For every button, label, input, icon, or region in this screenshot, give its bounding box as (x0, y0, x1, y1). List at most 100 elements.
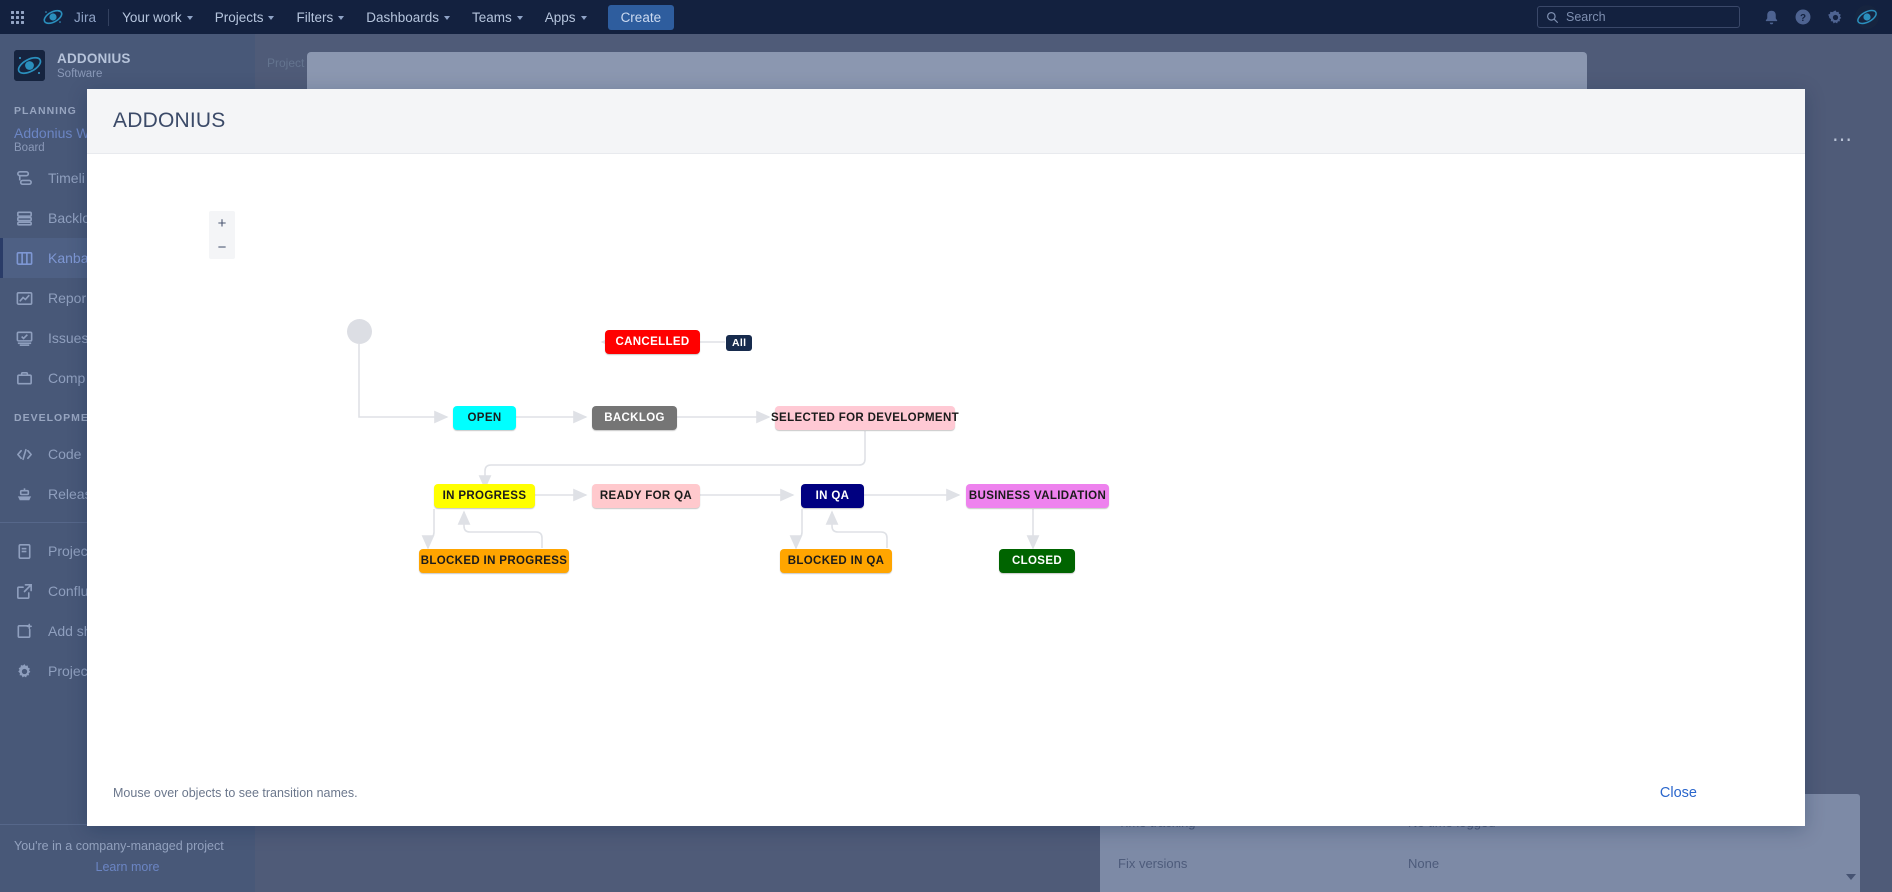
detail-row: Fix versions None (1118, 843, 1842, 884)
board-columns-icon (14, 248, 35, 269)
sidebar-item-label: Projec (48, 663, 88, 679)
create-button[interactable]: Create (607, 4, 675, 30)
workflow-badge-all[interactable]: All (726, 335, 753, 351)
modal-body: + − (87, 154, 1805, 760)
nav-item-projects[interactable]: Projects (204, 0, 286, 34)
settings-button[interactable] (1820, 2, 1850, 32)
releases-ship-icon (14, 484, 35, 505)
chevron-down-icon (268, 16, 275, 20)
workflow-node-in-qa[interactable]: IN QA (801, 484, 864, 508)
detail-label: Fix versions (1118, 856, 1188, 871)
add-shortcut-icon (14, 621, 35, 642)
avatar (1855, 5, 1879, 29)
project-pages-icon (14, 541, 35, 562)
sidebar-board-link[interactable]: Addonius W Board (0, 123, 255, 154)
nav-item-dashboards[interactable]: Dashboards (355, 0, 461, 34)
search-input[interactable]: Search (1537, 6, 1740, 28)
gear-icon (1827, 9, 1841, 23)
sidebar-item-add-shortcut[interactable]: Add sh (0, 611, 255, 651)
issues-icon (14, 328, 35, 349)
sidebar-item-label: Projec (48, 543, 88, 559)
nav-item-apps[interactable]: Apps (534, 0, 598, 34)
sidebar-item-backlog[interactable]: Backlo (0, 198, 255, 238)
nav-item-label: Filters (296, 9, 334, 25)
zoom-out-button[interactable]: − (217, 238, 227, 256)
workflow-node-ready-for-qa[interactable]: READY FOR QA (592, 484, 700, 508)
external-link-icon (14, 581, 35, 602)
scroll-down-arrow-icon[interactable] (1846, 874, 1856, 880)
modal-header: ADDONIUS (87, 89, 1805, 154)
jira-logo-icon[interactable] (38, 0, 68, 34)
sidebar-item-timeline[interactable]: Timeli (0, 158, 255, 198)
workflow-node-cancelled[interactable]: CANCELLED (605, 330, 700, 354)
modal-footer: Mouse over objects to see transition nam… (87, 760, 1805, 826)
workflow-node-open[interactable]: OPEN (453, 406, 516, 430)
sidebar-item-label: Add sh (48, 623, 92, 639)
sidebar-item-code[interactable]: Code (0, 434, 255, 474)
sidebar-item-confluence[interactable]: Conflu (0, 571, 255, 611)
nav-left-group: Jira Your work Projects Filters Dashboar… (0, 0, 675, 34)
sidebar-item-project-settings[interactable]: Projec (0, 651, 255, 691)
notifications-button[interactable] (1756, 2, 1786, 32)
sidebar-project-header[interactable]: ADDONIUS Software (0, 34, 255, 91)
sidebar-project-type: Software (57, 68, 103, 80)
sidebar-item-components[interactable]: Comp (0, 358, 255, 398)
sidebar-item-label: Comp (48, 370, 86, 386)
nav-product-label[interactable]: Jira (74, 9, 97, 25)
workflow-node-blocked-in-qa[interactable]: BLOCKED IN QA (780, 549, 892, 573)
settings-gear-icon (14, 661, 35, 682)
sidebar-extra-nav: Projec Conflu Add sh (0, 531, 255, 691)
timeline-icon (14, 168, 35, 189)
nav-item-label: Projects (214, 9, 264, 25)
backlog-icon (14, 208, 35, 229)
modal-hint-text: Mouse over objects to see transition nam… (113, 786, 358, 800)
sidebar-footer-link[interactable]: Learn more (95, 860, 160, 874)
nav-item-label: Apps (544, 9, 576, 25)
help-button[interactable]: ? (1788, 2, 1818, 32)
workflow-start-node[interactable] (347, 319, 372, 344)
workflow-node-in-progress[interactable]: IN PROGRESS (434, 484, 535, 508)
sidebar-item-issues[interactable]: Issues (0, 318, 255, 358)
workflow-node-blocked-in-progress[interactable]: BLOCKED IN PROGRESS (419, 549, 569, 573)
nav-divider (108, 8, 110, 26)
nav-item-teams[interactable]: Teams (461, 0, 534, 34)
more-actions-icon[interactable]: ⋯ (1832, 129, 1854, 151)
close-button[interactable]: Close (1659, 785, 1697, 801)
sidebar-section-planning: PLANNING (14, 105, 77, 117)
user-avatar-button[interactable] (1852, 2, 1882, 32)
workflow-node-selected-for-development[interactable]: SELECTED FOR DEVELOPMENT (771, 406, 959, 430)
workflow-canvas: CANCELLED All OPEN BACKLOG SELECTED FOR … (87, 154, 1805, 760)
sidebar-item-label: Conflu (48, 583, 89, 599)
sidebar-item-label: Backlo (48, 210, 91, 226)
sidebar-board-sub: Board (14, 142, 45, 154)
grid-apps-icon (10, 10, 24, 24)
workflow-node-backlog[interactable]: BACKLOG (592, 406, 677, 430)
scrollbar[interactable] (1846, 794, 1858, 892)
nav-item-filters[interactable]: Filters (285, 0, 355, 34)
search-placeholder: Search (1566, 10, 1606, 24)
sidebar-item-reports[interactable]: Repor (0, 278, 255, 318)
sidebar-development-nav: Code Releas (0, 434, 255, 514)
sidebar-board-name: Addonius W (14, 125, 90, 141)
zoom-in-button[interactable]: + (217, 214, 227, 232)
sidebar-item-project-pages[interactable]: Projec (0, 531, 255, 571)
modal-title: ADDONIUS (113, 109, 226, 132)
sidebar-item-releases[interactable]: Releas (0, 474, 255, 514)
sidebar-project-name: ADDONIUS (57, 51, 131, 66)
nav-right-group: Search ? (1537, 2, 1892, 32)
detail-value: None (1408, 856, 1440, 871)
sidebar-item-label: Kanba (48, 250, 89, 266)
top-navigation-bar: Jira Your work Projects Filters Dashboar… (0, 0, 1892, 34)
nav-item-label: Your work (122, 9, 182, 25)
nav-item-your-work[interactable]: Your work (111, 0, 204, 34)
app-switcher-button[interactable] (0, 0, 34, 34)
workflow-node-business-validation[interactable]: BUSINESS VALIDATION (966, 484, 1109, 508)
sidebar-item-label: Code (48, 446, 82, 462)
workflow-node-closed[interactable]: CLOSED (999, 549, 1075, 573)
code-icon (14, 444, 35, 465)
chevron-down-icon (444, 16, 451, 20)
chevron-down-icon (338, 16, 345, 20)
sidebar-footer: You're in a company-managed project Lear… (0, 824, 255, 892)
chevron-down-icon (580, 16, 587, 20)
breadcrumb: Project (267, 56, 305, 70)
